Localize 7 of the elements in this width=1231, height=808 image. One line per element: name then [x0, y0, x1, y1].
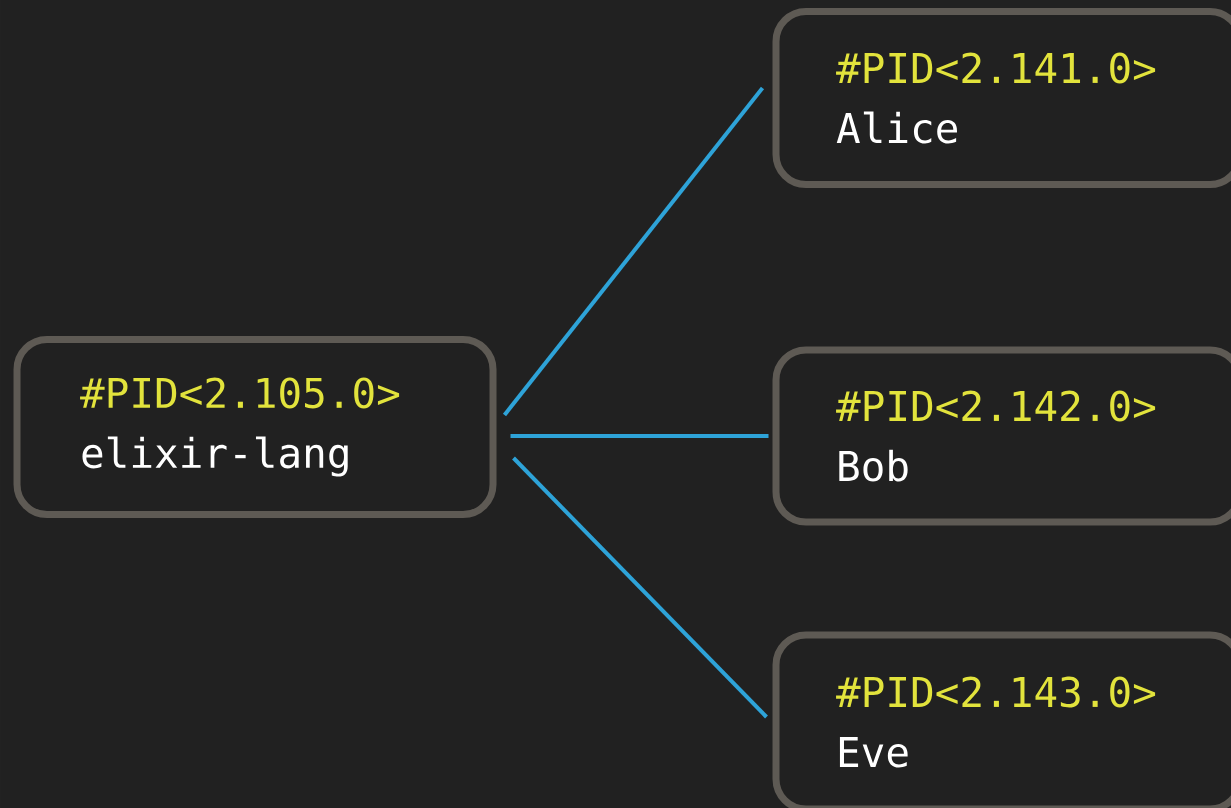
process-box: #PID<2.141.0> Alice [772, 8, 1231, 188]
process-box: #PID<2.143.0> Eve [772, 631, 1231, 808]
process-box: #PID<2.105.0> elixir-lang [13, 336, 497, 518]
connector-line [512, 456, 768, 719]
connector-line [502, 86, 765, 417]
connector-line [510, 434, 769, 438]
process-box: #PID<2.142.0> Bob [772, 346, 1231, 526]
